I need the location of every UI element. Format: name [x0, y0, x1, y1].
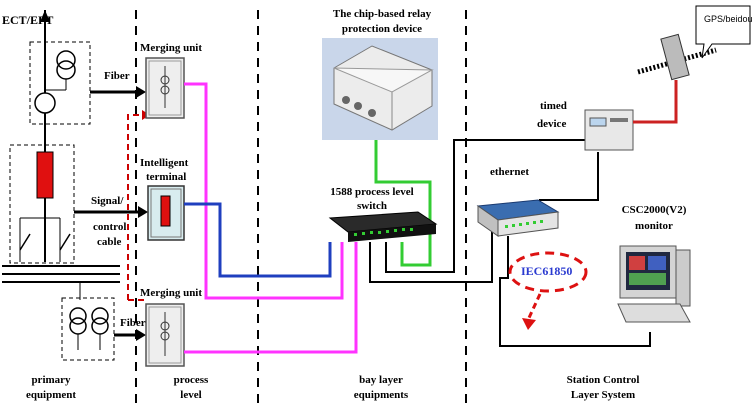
- relay-device-label-1: The chip-based relay: [332, 8, 432, 20]
- intelligent-terminal: [147, 185, 185, 241]
- signal-label-1: Signal/: [91, 195, 124, 207]
- iec61850-ellipse: [508, 251, 588, 293]
- signal-label-2: control: [93, 221, 127, 233]
- layer-bay-2: equipments: [353, 389, 409, 401]
- signal-label-3: cable: [97, 236, 122, 248]
- gps-callout: [695, 5, 751, 59]
- ethernet-switch: [476, 199, 560, 237]
- relay-device-label-2: protection device: [341, 23, 423, 35]
- fiber-label-top: Fiber: [104, 70, 130, 82]
- link-ethernet-monitor: [499, 236, 651, 347]
- primary-equipment: [2, 10, 120, 361]
- layer-primary-1: primary: [31, 374, 71, 386]
- timed-device-label-1: timed: [540, 100, 567, 112]
- gps-link: [633, 80, 678, 124]
- gps-satellite: [637, 33, 717, 81]
- switch-label-2: switch: [357, 200, 387, 212]
- relay-protection-device: [322, 38, 438, 140]
- intelligent-terminal-label-1: Intelligent: [140, 157, 189, 169]
- iec61850-label: IEC61850: [521, 264, 573, 278]
- monitor-label-2: monitor: [635, 220, 673, 232]
- process-level-switch: [328, 211, 438, 242]
- layer-process-2: level: [180, 389, 202, 401]
- intelligent-terminal-label-2: terminal: [146, 171, 187, 183]
- link-switch-timed: [385, 139, 585, 273]
- pink-fiber-top: [184, 82, 344, 300]
- layer-station-1: Station Control: [566, 374, 640, 386]
- iec61850-arrow: [526, 293, 542, 321]
- layer-primary-2: equipment: [25, 389, 77, 401]
- merging-unit-top-label: Merging unit: [140, 42, 203, 54]
- csc2000-monitor: [617, 245, 691, 323]
- timed-device: [584, 109, 634, 151]
- blue-signal-cable: [184, 202, 332, 278]
- red-dashed-link: [127, 114, 144, 300]
- monitor-label-1: CSC2000(V2): [621, 204, 687, 216]
- merging-unit-bottom: [145, 303, 185, 367]
- layer-bay-1: bay layer: [359, 374, 403, 386]
- link-switch-ethernet: [369, 228, 493, 283]
- gps-label: GPS/beidou: [704, 14, 753, 24]
- fiber-label-bottom: Fiber: [120, 317, 146, 329]
- merging-unit-top: [145, 57, 185, 119]
- layer-station-2: Layer System: [570, 389, 636, 401]
- pink-fiber-bottom: [184, 242, 358, 354]
- layer-process-1: process: [173, 374, 209, 386]
- timed-device-label-2: device: [537, 118, 567, 130]
- ect-ept-label: ECT/EPT: [2, 13, 54, 27]
- switch-label-1: 1588 process level: [330, 186, 414, 198]
- ethernet-label: ethernet: [490, 166, 530, 178]
- merging-unit-bottom-label: Merging unit: [140, 287, 203, 299]
